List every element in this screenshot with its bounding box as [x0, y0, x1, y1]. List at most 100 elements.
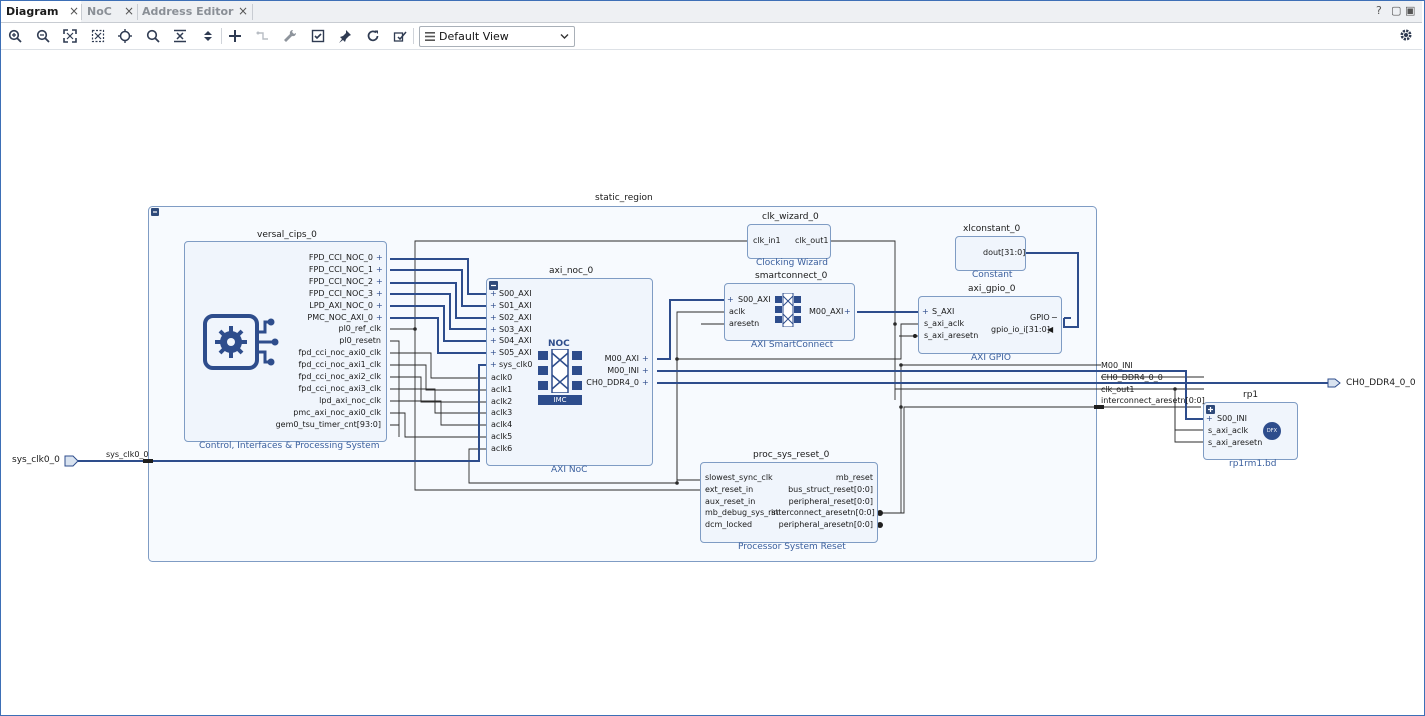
const-subtitle: Constant — [972, 270, 1012, 281]
const-title: xlconstant_0 — [963, 224, 1020, 235]
plus-icon: + — [642, 354, 649, 364]
const-port-dout[interactable]: dout[31:0] — [983, 248, 1025, 258]
psr-port-bus-struct-reset[interactable]: bus_struct_reset[0:0] — [771, 485, 873, 495]
cips-port-fpd-cci-noc-axi0-clk[interactable]: fpd_cci_noc_axi0_clk — [265, 348, 381, 358]
plus-icon: + — [844, 307, 851, 317]
close-icon[interactable]: × — [124, 1, 134, 22]
rp1-port-s00-ini[interactable]: S00_INI — [1217, 414, 1247, 424]
cips-port-gem0-tsu-timer-cnt[interactable]: gem0_tsu_timer_cnt[93:0] — [265, 420, 381, 430]
smartconnect-port-s00-axi[interactable]: S00_AXI — [738, 295, 771, 305]
cips-port-fpd-cci-noc-axi2-clk[interactable]: fpd_cci_noc_axi2_clk — [265, 372, 381, 382]
noc-port-m00-axi[interactable]: M00_AXI — [581, 354, 639, 364]
gpio-port-gpio[interactable]: GPIO — [1030, 313, 1050, 323]
plus-icon: + — [376, 265, 383, 275]
cips-port-lpd-axi-noc-0[interactable]: LPD_AXI_NOC_0 — [285, 301, 373, 311]
toolbar-separator — [413, 28, 414, 44]
cips-port-fpd-cci-noc-0[interactable]: FPD_CCI_NOC_0 — [285, 253, 373, 263]
plus-icon: + — [490, 325, 497, 335]
noc-port-aclk1[interactable]: aclk1 — [491, 385, 512, 395]
expand-icon[interactable] — [199, 27, 217, 45]
noc-port-s04-axi[interactable]: S04_AXI — [499, 336, 532, 346]
cips-port-fpd-cci-noc-1[interactable]: FPD_CCI_NOC_1 — [285, 265, 373, 275]
maximize-icon[interactable]: ▣ — [1405, 4, 1415, 17]
search-icon[interactable] — [144, 27, 162, 45]
zoom-out-icon[interactable] — [34, 27, 52, 45]
external-port-sys-clk[interactable]: sys_clk0_0 — [12, 455, 60, 465]
cips-port-pl0-resetn[interactable]: pl0_resetn — [285, 336, 381, 346]
cips-port-pl0-ref-clk[interactable]: pl0_ref_clk — [285, 324, 381, 334]
fit-selection-icon[interactable] — [89, 27, 107, 45]
tab-bar: Diagram × NoC × Address Editor × ? ▢ ▣ — [1, 1, 1422, 23]
auto-connect-icon[interactable] — [116, 27, 134, 45]
gpio-port-s-axi-aresetn[interactable]: s_axi_aresetn — [924, 331, 978, 341]
regenerate-icon[interactable] — [391, 27, 409, 45]
noc-port-s05-axi[interactable]: S05_AXI — [499, 348, 532, 358]
tab-noc[interactable]: NoC × — [81, 1, 137, 22]
noc-port-aclk4[interactable]: aclk4 — [491, 420, 512, 430]
external-port-ch0-ddr4[interactable]: CH0_DDR4_0_0 — [1346, 378, 1416, 388]
psr-port-mb-debug-sys-rst[interactable]: mb_debug_sys_rst — [705, 508, 779, 518]
psr-port-mb-reset[interactable]: mb_reset — [771, 473, 873, 483]
gear-icon[interactable] — [1398, 27, 1414, 43]
noc-port-s03-axi[interactable]: S03_AXI — [499, 325, 532, 335]
noc-port-m00-ini[interactable]: M00_INI — [581, 366, 639, 376]
psr-port-dcm-locked[interactable]: dcm_locked — [705, 520, 752, 530]
refresh-icon[interactable] — [364, 27, 382, 45]
smartconnect-port-m00-axi[interactable]: M00_AXI — [809, 307, 843, 317]
noc-port-s01-axi[interactable]: S01_AXI — [499, 301, 532, 311]
dfx-logo-icon: DFX — [1263, 422, 1281, 440]
cips-port-fpd-cci-noc-2[interactable]: FPD_CCI_NOC_2 — [285, 277, 373, 287]
rp1-title: rp1 — [1243, 390, 1258, 401]
restore-icon[interactable]: ▢ — [1391, 4, 1401, 17]
psr-port-ext-reset-in[interactable]: ext_reset_in — [705, 485, 753, 495]
noc-port-sys-clk0[interactable]: sys_clk0 — [499, 360, 532, 370]
noc-port-aclk5[interactable]: aclk5 — [491, 432, 512, 442]
cips-port-fpd-cci-noc-axi3-clk[interactable]: fpd_cci_noc_axi3_clk — [265, 384, 381, 394]
tab-diagram[interactable]: Diagram × — [1, 1, 81, 22]
close-icon[interactable]: × — [238, 1, 248, 22]
psr-port-peripheral-aresetn[interactable]: peripheral_aresetn[0:0] — [771, 520, 873, 530]
noc-port-s00-axi[interactable]: S00_AXI — [499, 289, 532, 299]
cips-port-lpd-axi-noc-clk[interactable]: lpd_axi_noc_clk — [265, 396, 381, 406]
cips-port-fpd-cci-noc-axi1-clk[interactable]: fpd_cci_noc_axi1_clk — [265, 360, 381, 370]
cips-port-pmc-axi-noc-axi0-clk[interactable]: pmc_axi_noc_axi0_clk — [265, 408, 381, 418]
smartconnect-port-aclk[interactable]: aclk — [729, 307, 745, 317]
validate-icon[interactable] — [309, 27, 327, 45]
noc-port-s02-axi[interactable]: S02_AXI — [499, 313, 532, 323]
gpio-port-s-axi-aclk[interactable]: s_axi_aclk — [924, 319, 964, 329]
noc-port-aclk2[interactable]: aclk2 — [491, 397, 512, 407]
clkwiz-port-clk-out1[interactable]: clk_out1 — [795, 236, 828, 246]
noc-port-ch0-ddr4-0[interactable]: CH0_DDR4_0 — [571, 378, 639, 388]
noc-port-aclk3[interactable]: aclk3 — [491, 408, 512, 418]
rp1-port-s-axi-aresetn[interactable]: s_axi_aresetn — [1208, 438, 1262, 448]
cips-port-pmc-noc-axi-0[interactable]: PMC_NOC_AXI_0 — [285, 313, 373, 323]
properties-icon[interactable] — [281, 27, 299, 45]
psr-port-interconnect-aresetn[interactable]: interconnect_aresetn[0:0] — [771, 508, 873, 518]
clkwiz-port-clk-in1[interactable]: clk_in1 — [753, 236, 781, 246]
help-icon[interactable]: ? — [1376, 4, 1382, 17]
zoom-in-icon[interactable] — [6, 27, 24, 45]
noc-port-aclk0[interactable]: aclk0 — [491, 373, 512, 383]
psr-port-peripheral-reset[interactable]: peripheral_reset[0:0] — [771, 497, 873, 507]
smartconnect-title: smartconnect_0 — [755, 271, 827, 282]
gpio-port-s-axi[interactable]: S_AXI — [932, 307, 954, 317]
plus-icon: + — [490, 289, 497, 299]
add-ip-icon[interactable] — [226, 27, 244, 45]
fit-icon[interactable] — [61, 27, 79, 45]
tab-address-editor[interactable]: Address Editor × — [137, 1, 252, 22]
psr-port-slowest-sync-clk[interactable]: slowest_sync_clk — [705, 473, 773, 483]
cips-port-fpd-cci-noc-3[interactable]: FPD_CCI_NOC_3 — [285, 289, 373, 299]
close-icon[interactable]: × — [69, 1, 79, 22]
diagram-canvas[interactable]: versal_cips_0 Control, Interfaces & Proc… — [1, 50, 1422, 714]
rp1-port-s-axi-aclk[interactable]: s_axi_aclk — [1208, 426, 1248, 436]
pin-icon[interactable] — [336, 27, 354, 45]
noc-port-aclk6[interactable]: aclk6 — [491, 444, 512, 454]
view-select[interactable]: Default View — [419, 26, 575, 47]
collapse-icon[interactable] — [171, 27, 189, 45]
smartconnect-port-aresetn[interactable]: aresetn — [729, 319, 759, 329]
psr-port-aux-reset-in[interactable]: aux_reset_in — [705, 497, 755, 507]
expand-block-icon[interactable] — [1206, 405, 1215, 414]
gpio-port-gpio-io-i[interactable]: gpio_io_i[31:0] — [991, 325, 1050, 335]
dfx-logo-label: DFX — [1267, 428, 1277, 434]
view-select-value: Default View — [439, 27, 509, 46]
